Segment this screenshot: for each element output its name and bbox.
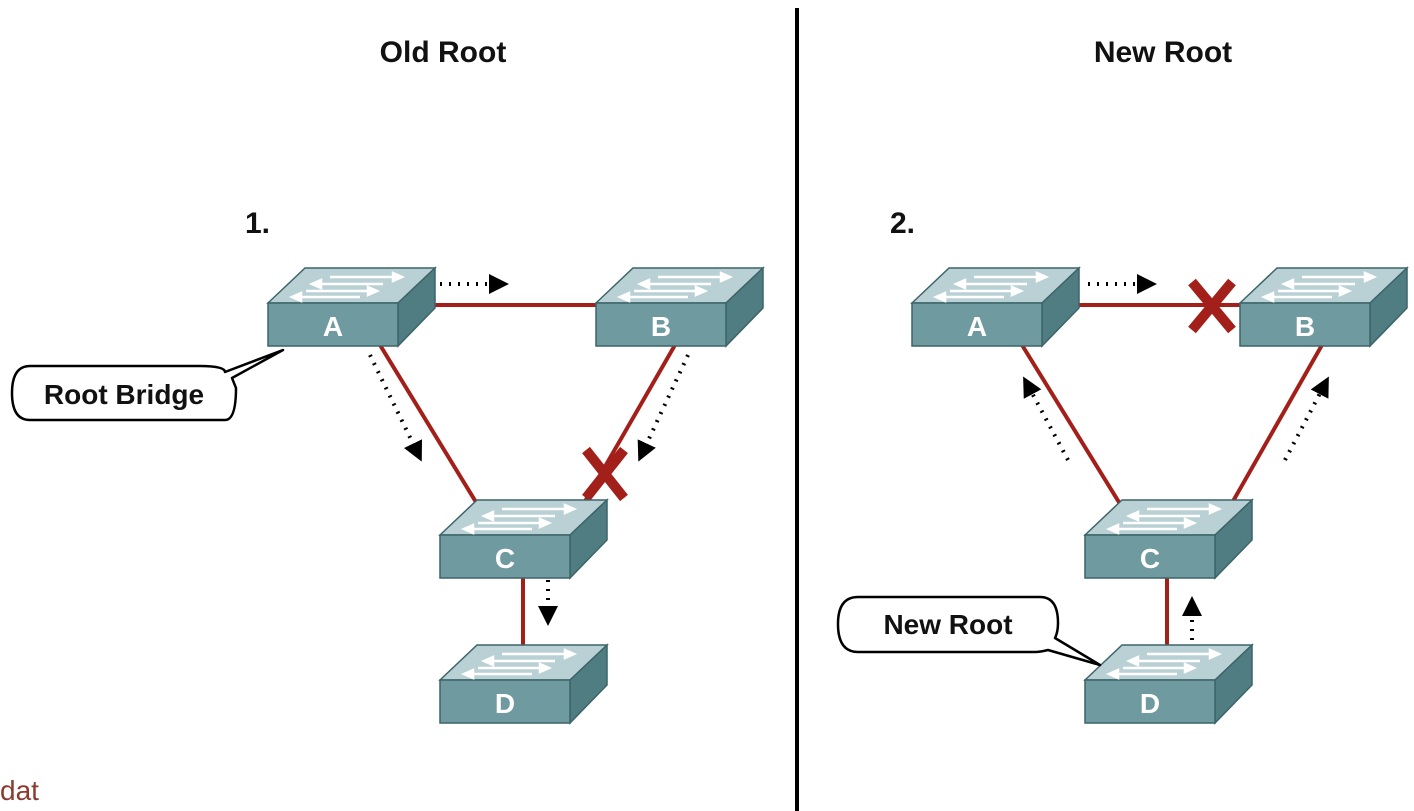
switch-label-c: C bbox=[495, 543, 515, 574]
bpdu-arrow-b-to-c bbox=[637, 354, 690, 462]
callout-new-root-text: New Root bbox=[883, 609, 1012, 640]
link-a-c bbox=[378, 343, 484, 514]
panel-old-root: Old Root 1. A B bbox=[10, 36, 765, 725]
footer-text: dat bbox=[0, 775, 39, 806]
switch-label-a: A bbox=[323, 311, 343, 342]
callout-root-bridge-text: Root Bridge bbox=[44, 379, 204, 410]
bpdu-arrows-panel-1 bbox=[368, 274, 690, 626]
panel-title-old-root: Old Root bbox=[380, 36, 507, 69]
switch-b: B bbox=[1238, 266, 1409, 348]
panel-title-new-root: New Root bbox=[1094, 36, 1232, 69]
switch-a: A bbox=[910, 266, 1081, 348]
bpdu-arrow-c-to-b bbox=[1283, 376, 1329, 461]
switch-label-a: A bbox=[967, 311, 987, 342]
switch-a: A bbox=[266, 266, 437, 348]
switch-c: C bbox=[1083, 498, 1254, 580]
switch-d: D bbox=[438, 643, 609, 725]
blocked-port-x-icon bbox=[582, 446, 628, 502]
callout-root-bridge: Root Bridge bbox=[10, 348, 285, 422]
panel-new-root: New Root 2. A B bbox=[836, 36, 1409, 725]
bpdu-arrows-panel-2 bbox=[1023, 274, 1329, 640]
links-panel-1 bbox=[378, 303, 677, 657]
step-number-1: 1. bbox=[245, 207, 270, 240]
link-b-c bbox=[1226, 343, 1324, 512]
switch-d: D bbox=[1083, 643, 1254, 725]
switch-label-b: B bbox=[1295, 311, 1315, 342]
switch-c: C bbox=[438, 498, 609, 580]
bpdu-arrow-c-to-a bbox=[1023, 376, 1070, 461]
callout-new-root: New Root bbox=[836, 595, 1102, 667]
link-a-c bbox=[1020, 343, 1127, 514]
blocked-port-x-icon bbox=[1188, 278, 1236, 334]
switch-b: B bbox=[594, 266, 765, 348]
switch-label-d: D bbox=[1140, 688, 1160, 719]
switch-label-d: D bbox=[495, 688, 515, 719]
switch-label-b: B bbox=[651, 311, 671, 342]
step-number-2: 2. bbox=[890, 207, 915, 240]
links-panel-2 bbox=[1020, 303, 1324, 657]
bpdu-arrow-a-to-c bbox=[368, 354, 423, 462]
switch-label-c: C bbox=[1140, 543, 1160, 574]
